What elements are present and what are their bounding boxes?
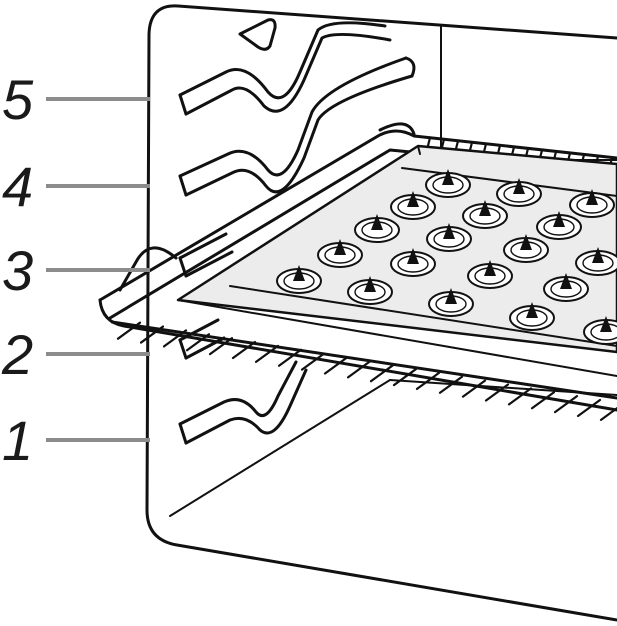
rack-bar <box>461 379 487 398</box>
rack-bar <box>392 367 418 387</box>
cookie-dough <box>543 273 589 302</box>
rack-bar <box>553 395 579 414</box>
rack-bar <box>507 387 533 406</box>
rack-bar <box>576 398 602 418</box>
cookie-dough <box>347 276 393 305</box>
rack-bar <box>530 391 556 410</box>
rack-bar <box>277 348 303 367</box>
rack-bar <box>599 406 617 421</box>
rack-bar <box>116 321 142 340</box>
cookie-dough-portions <box>276 169 617 345</box>
rack-bar <box>208 337 234 356</box>
level-label-1: 1 <box>2 409 33 472</box>
cookie-dough <box>390 191 436 220</box>
rack-bar <box>254 344 280 363</box>
level-labels: 5 4 3 2 1 <box>1 68 150 472</box>
level-label-4: 4 <box>2 155 33 218</box>
cookie-dough <box>467 260 513 289</box>
shelf-runner-1 <box>178 360 308 445</box>
cookie-dough <box>496 178 542 207</box>
shelf-runners <box>178 21 416 445</box>
level-label-2: 2 <box>1 323 33 386</box>
cookie-dough <box>509 302 555 331</box>
rack-bar <box>369 364 395 383</box>
rack-bar <box>300 352 326 371</box>
rack-bar <box>139 325 165 344</box>
shelf-runner-4 <box>178 56 416 197</box>
cookie-dough <box>575 247 617 276</box>
baking-tray <box>176 144 617 377</box>
cookie-dough <box>317 239 363 268</box>
rack-bar <box>162 329 188 348</box>
rack-bar <box>346 360 372 379</box>
rack-bar <box>438 375 464 394</box>
level-label-3: 3 <box>2 239 33 302</box>
cookie-dough <box>425 169 471 198</box>
cookie-dough <box>462 200 508 229</box>
cookie-dough <box>569 189 615 218</box>
vent-triangle-icon <box>238 18 277 51</box>
cookie-dough <box>503 234 549 263</box>
cookie-dough <box>354 214 400 243</box>
rack-bar <box>323 356 349 375</box>
cookie-dough <box>426 223 472 252</box>
rack-front-bars <box>116 321 617 421</box>
cookie-dough <box>390 248 436 277</box>
cookie-dough <box>276 265 322 294</box>
shelf-runner-5 <box>178 21 392 116</box>
cookie-dough <box>536 211 582 240</box>
rack-bar <box>231 340 257 360</box>
cookie-dough <box>583 316 617 345</box>
rack-bar <box>484 383 510 402</box>
rack-bar <box>185 333 211 352</box>
level-label-5: 5 <box>2 68 34 131</box>
cookie-dough <box>428 288 474 317</box>
rack-bar <box>415 371 441 391</box>
